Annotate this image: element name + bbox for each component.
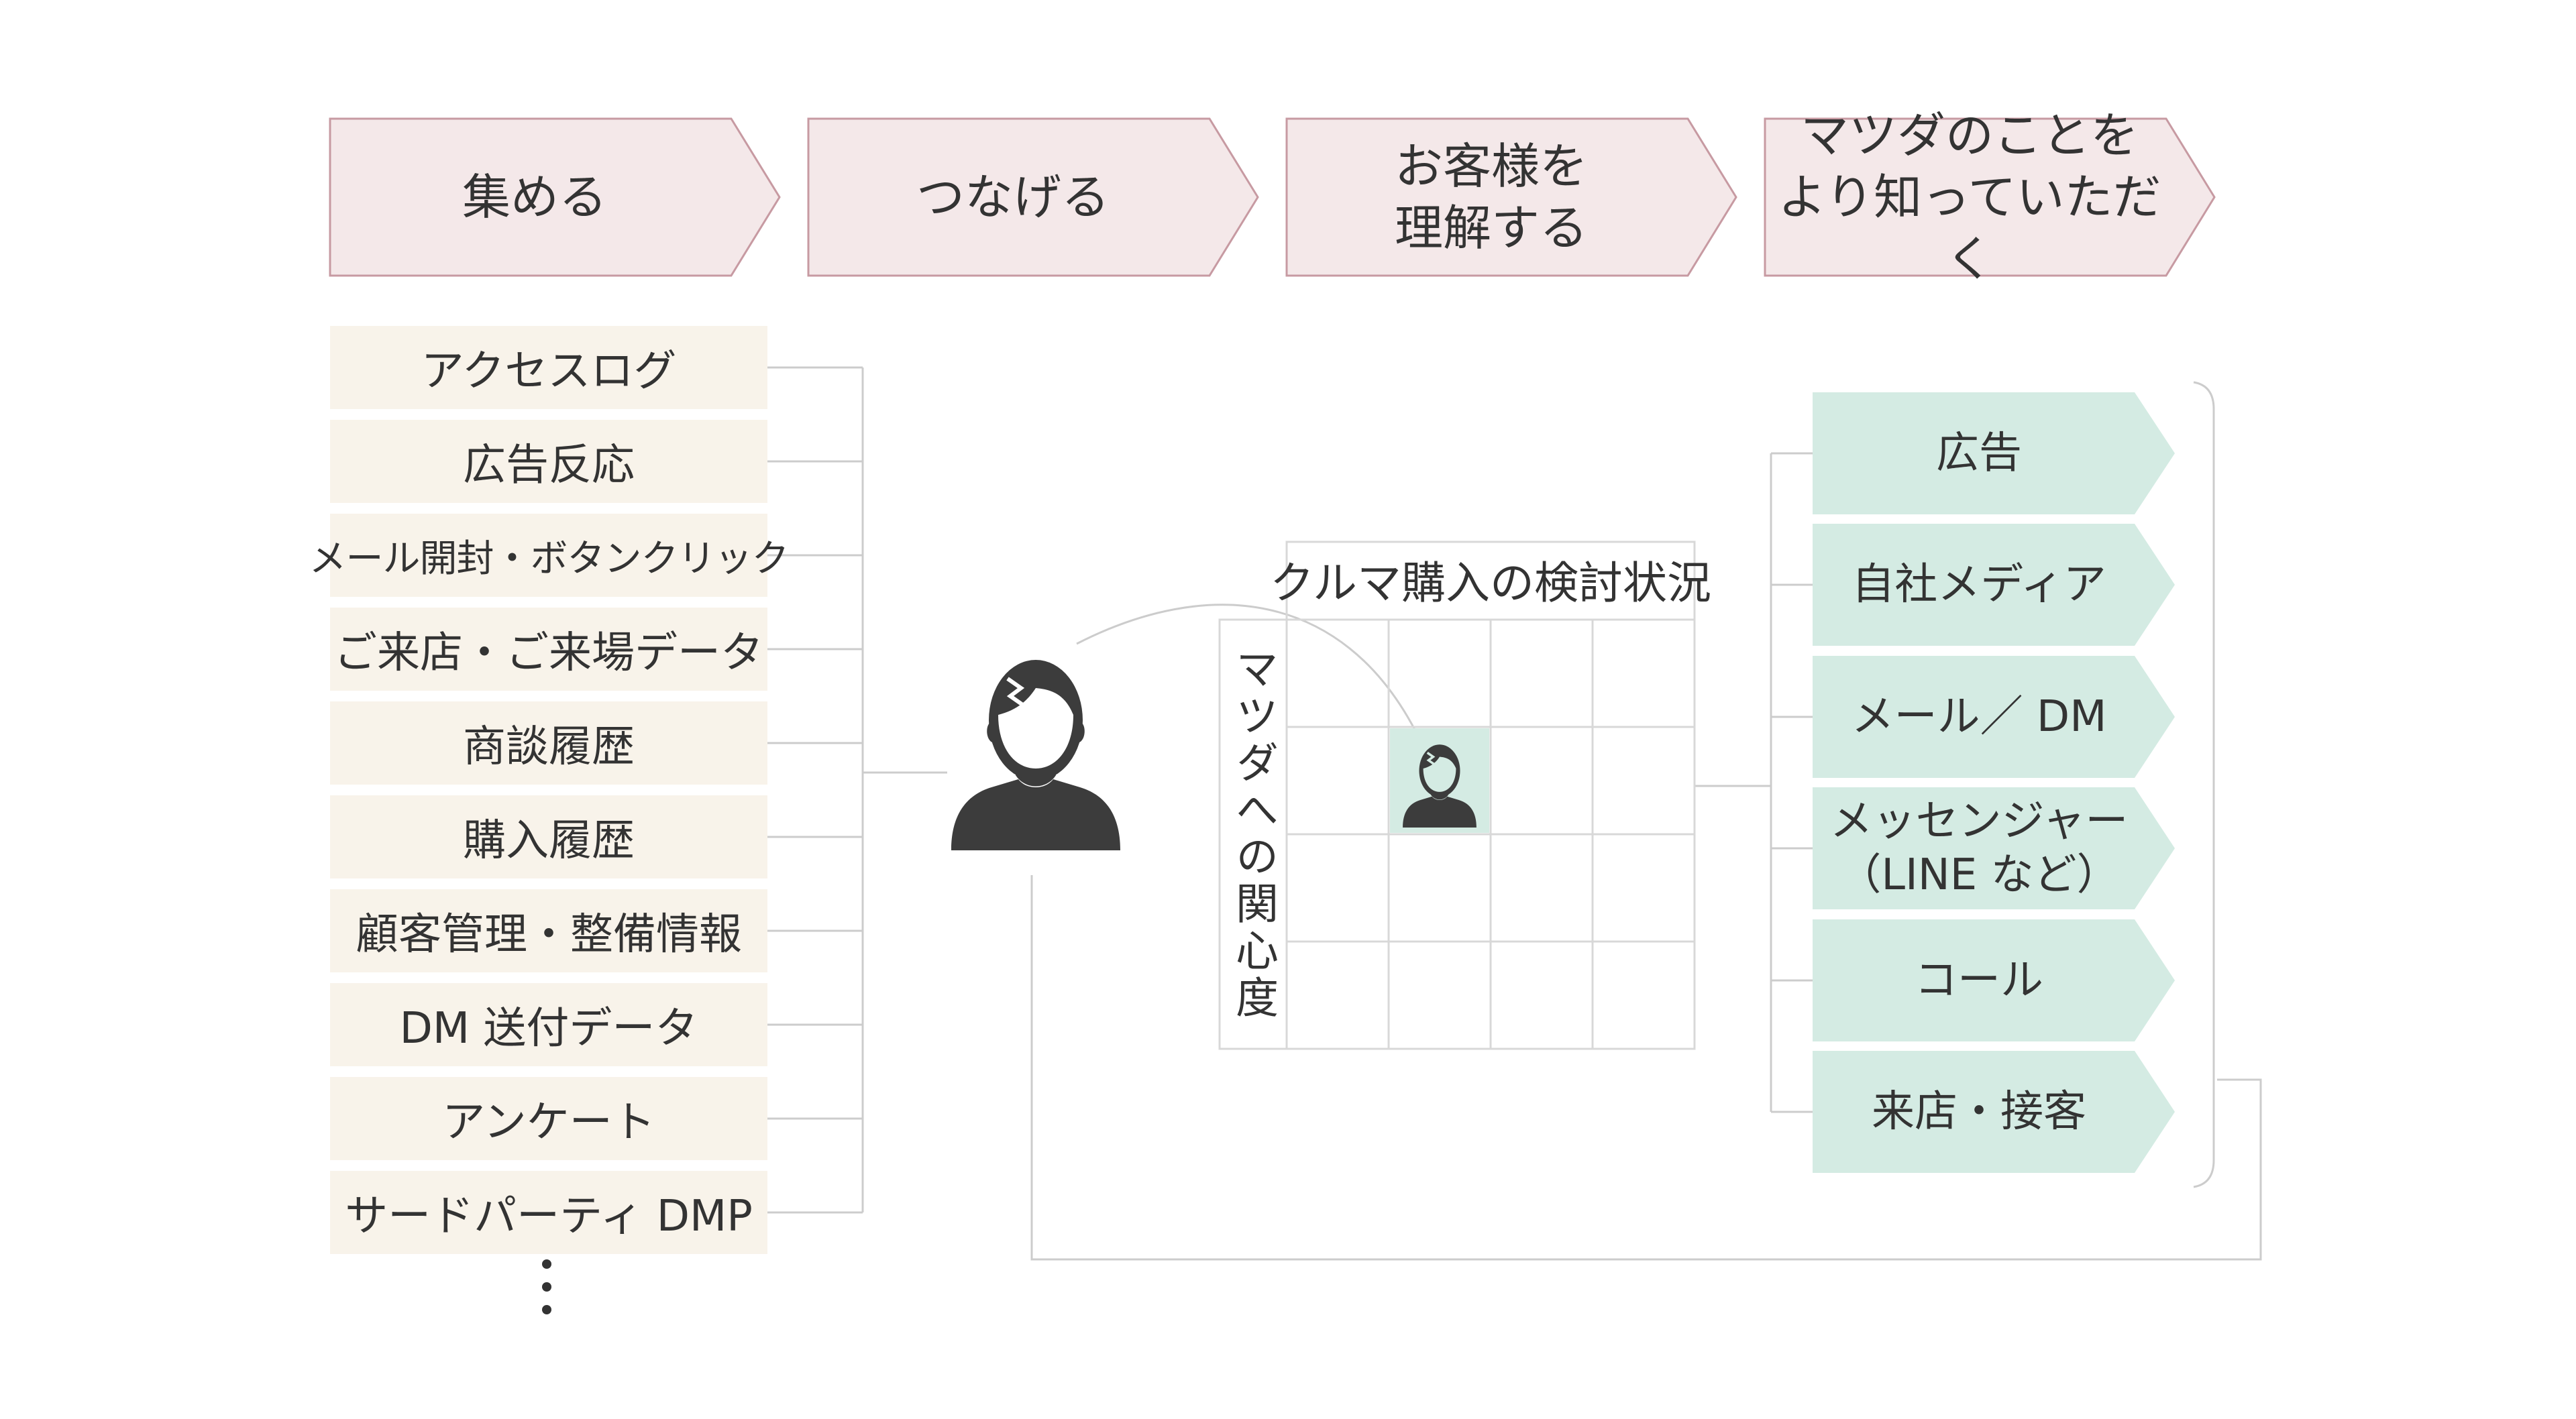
source-access-log: アクセスログ xyxy=(330,326,767,409)
grid-title: クルマ購入の検討状況 xyxy=(1269,557,1712,609)
source-survey: アンケート xyxy=(330,1077,767,1160)
channel-messenger: メッセンジャー（LINE など） xyxy=(1813,787,2175,909)
small-person-icon xyxy=(1403,744,1477,828)
channel-ad: 広告 xyxy=(1813,392,2175,514)
source-ad-response: 広告反応 xyxy=(330,420,767,503)
source-third-party-dmp: サードパーティ DMP xyxy=(330,1171,767,1254)
channel-owned-media: 自社メディア xyxy=(1813,524,2175,646)
step-know-mazda: マツダのことをより知っていただく xyxy=(1764,107,2216,287)
source-mail-open: メール開封・ボタンクリック xyxy=(309,514,790,597)
step-label: つなげる xyxy=(916,169,1110,225)
source-customer-management: 顧客管理・整備情報 xyxy=(330,889,767,972)
step-label: マツダのことをより知っていただく xyxy=(1778,107,2161,287)
grid-vertical-label: マツダへの関心度 xyxy=(1228,646,1278,1022)
step-label: お客様を理解する xyxy=(1394,138,1588,256)
step-understand: お客様を理解する xyxy=(1285,117,1737,277)
source-dm-data: DM 送付データ xyxy=(330,983,767,1066)
source-negotiation-history: 商談履歴 xyxy=(330,701,767,785)
step-collect: 集める xyxy=(329,117,781,277)
step-connect: つなげる xyxy=(807,117,1259,277)
channel-store-visit: 来店・接客 xyxy=(1813,1051,2175,1173)
vertical-ellipsis-icon xyxy=(530,1259,564,1328)
channel-mail-dm: メール／ DM xyxy=(1813,656,2175,778)
channel-call: コール xyxy=(1813,919,2175,1041)
source-purchase-history: 購入履歴 xyxy=(330,795,767,878)
person-icon xyxy=(951,660,1120,850)
source-visit-data: ご来店・ご来場データ xyxy=(330,608,767,691)
step-label: 集める xyxy=(462,169,607,225)
